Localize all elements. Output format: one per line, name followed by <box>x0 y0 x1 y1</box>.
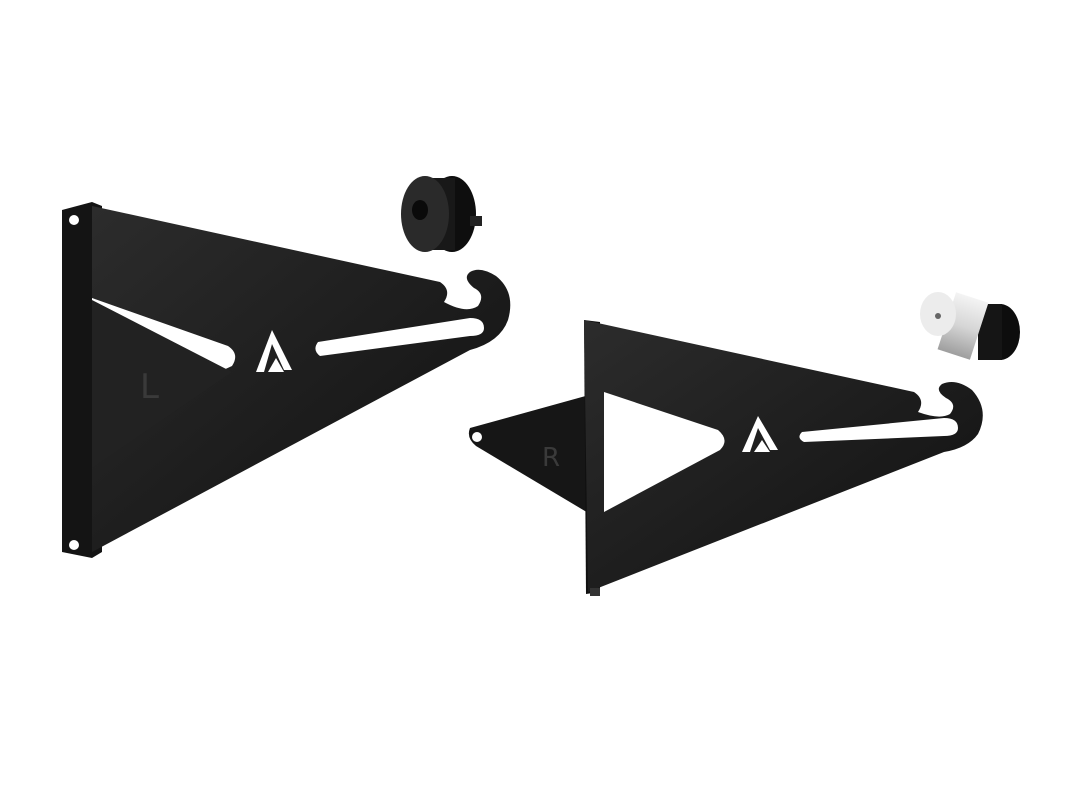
right-bracket-side-label: R <box>542 443 560 473</box>
left-bracket-hole-top <box>69 215 79 225</box>
right-bracket-flange <box>468 392 600 520</box>
left-bracket-slot <box>315 318 484 356</box>
silver-spigot-adapter <box>920 292 1020 360</box>
right-bracket-flange-hole <box>472 432 482 442</box>
left-bracket-support-plate <box>92 300 232 468</box>
right-wall-bracket: R <box>468 320 983 596</box>
left-bracket-hole-bottom <box>69 540 79 550</box>
left-wall-bracket: L <box>62 202 511 558</box>
mountain-a-logo-icon <box>256 330 292 372</box>
right-bracket-slot <box>799 418 958 442</box>
left-bracket-side-label: L <box>140 367 159 407</box>
black-spigot-adapter <box>401 176 482 252</box>
mountain-a-logo-icon <box>742 416 778 452</box>
left-bracket-arm <box>92 206 511 552</box>
right-bracket-arm <box>584 320 983 592</box>
right-bracket-cutout <box>604 392 725 512</box>
